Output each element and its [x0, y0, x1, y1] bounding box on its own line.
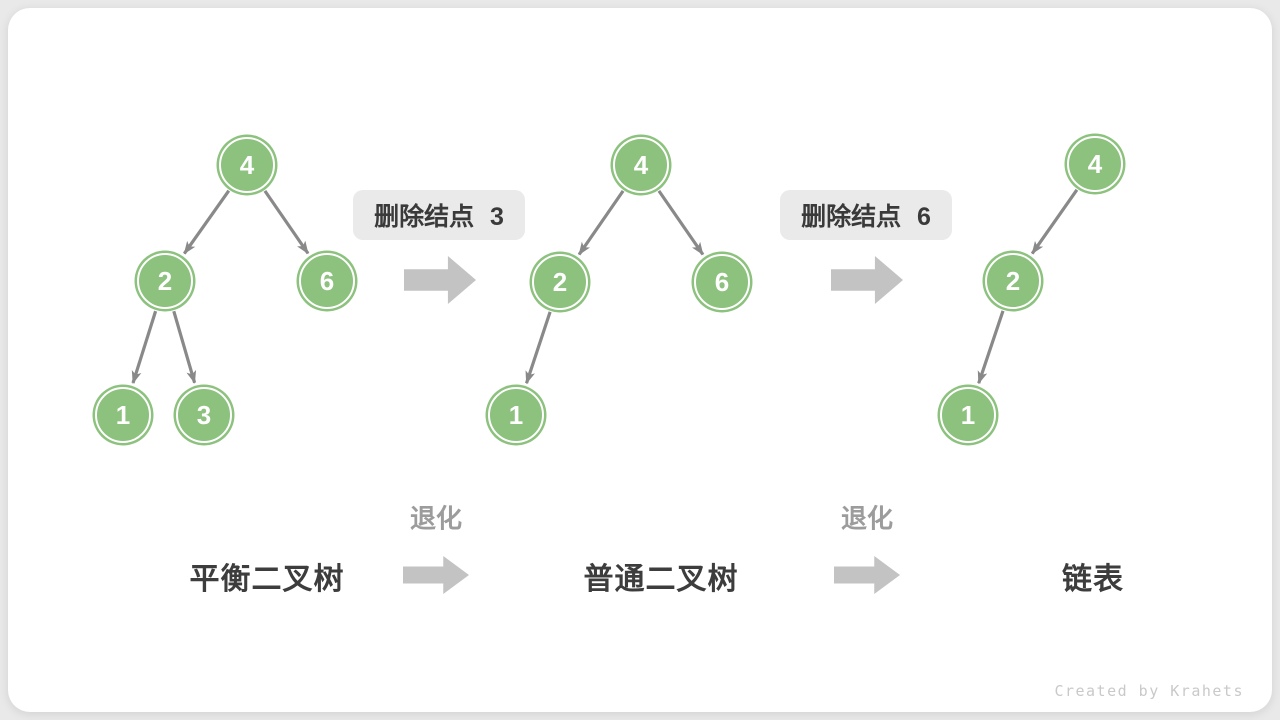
- balanced-binary-tree-node-2: 2: [137, 253, 193, 309]
- degrade-label-2: 退化: [840, 503, 894, 534]
- watermark: Created by Krahets: [1054, 682, 1244, 700]
- ordinary-binary-tree-node-6: 6: [694, 254, 750, 310]
- ordinary-binary-tree-edge-2-1: [524, 311, 552, 385]
- delete-node-label-1: 删除结点 3: [353, 190, 525, 240]
- balanced-binary-tree-edge-2-1: [131, 310, 158, 384]
- balanced-binary-tree-node-4: 4: [219, 137, 275, 193]
- transition-arrow-icon-2: [831, 256, 903, 304]
- degrade-label-1: 退化: [409, 503, 463, 534]
- linked-list-edge-4-2: [1030, 188, 1079, 255]
- balanced-binary-tree-node-1: 1: [95, 387, 151, 443]
- delete-node-label-2: 删除结点 6: [780, 190, 952, 240]
- linked-list-node-4: 4: [1067, 136, 1123, 192]
- balanced-binary-tree-edge-4-6: [263, 189, 310, 255]
- degrade-arrow-icon-2: [834, 556, 900, 594]
- ordinary-binary-tree-node-1: 1: [488, 387, 544, 443]
- linked-list-node-2: 2: [985, 253, 1041, 309]
- linked-list-title: 链表: [1062, 563, 1124, 596]
- linked-list-edge-2-1: [977, 310, 1005, 385]
- ordinary-binary-tree-node-2: 2: [532, 254, 588, 310]
- ordinary-binary-tree-edge-4-2: [577, 189, 625, 256]
- diagram-card: [8, 8, 1272, 712]
- ordinary-binary-tree-title: 普通二叉树: [583, 563, 739, 596]
- balanced-binary-tree-edge-2-3: [172, 310, 197, 384]
- balanced-binary-tree-edge-4-2: [182, 189, 231, 255]
- ordinary-binary-tree-edge-4-6: [657, 189, 705, 256]
- degrade-arrow-icon-1: [403, 556, 469, 594]
- transition-arrow-icon-1: [404, 256, 476, 304]
- ordinary-binary-tree-node-4: 4: [613, 137, 669, 193]
- linked-list-node-1: 1: [940, 387, 996, 443]
- balanced-binary-tree-node-6: 6: [299, 253, 355, 309]
- balanced-binary-tree-node-3: 3: [176, 387, 232, 443]
- balanced-binary-tree-title: 平衡二叉树: [189, 563, 345, 596]
